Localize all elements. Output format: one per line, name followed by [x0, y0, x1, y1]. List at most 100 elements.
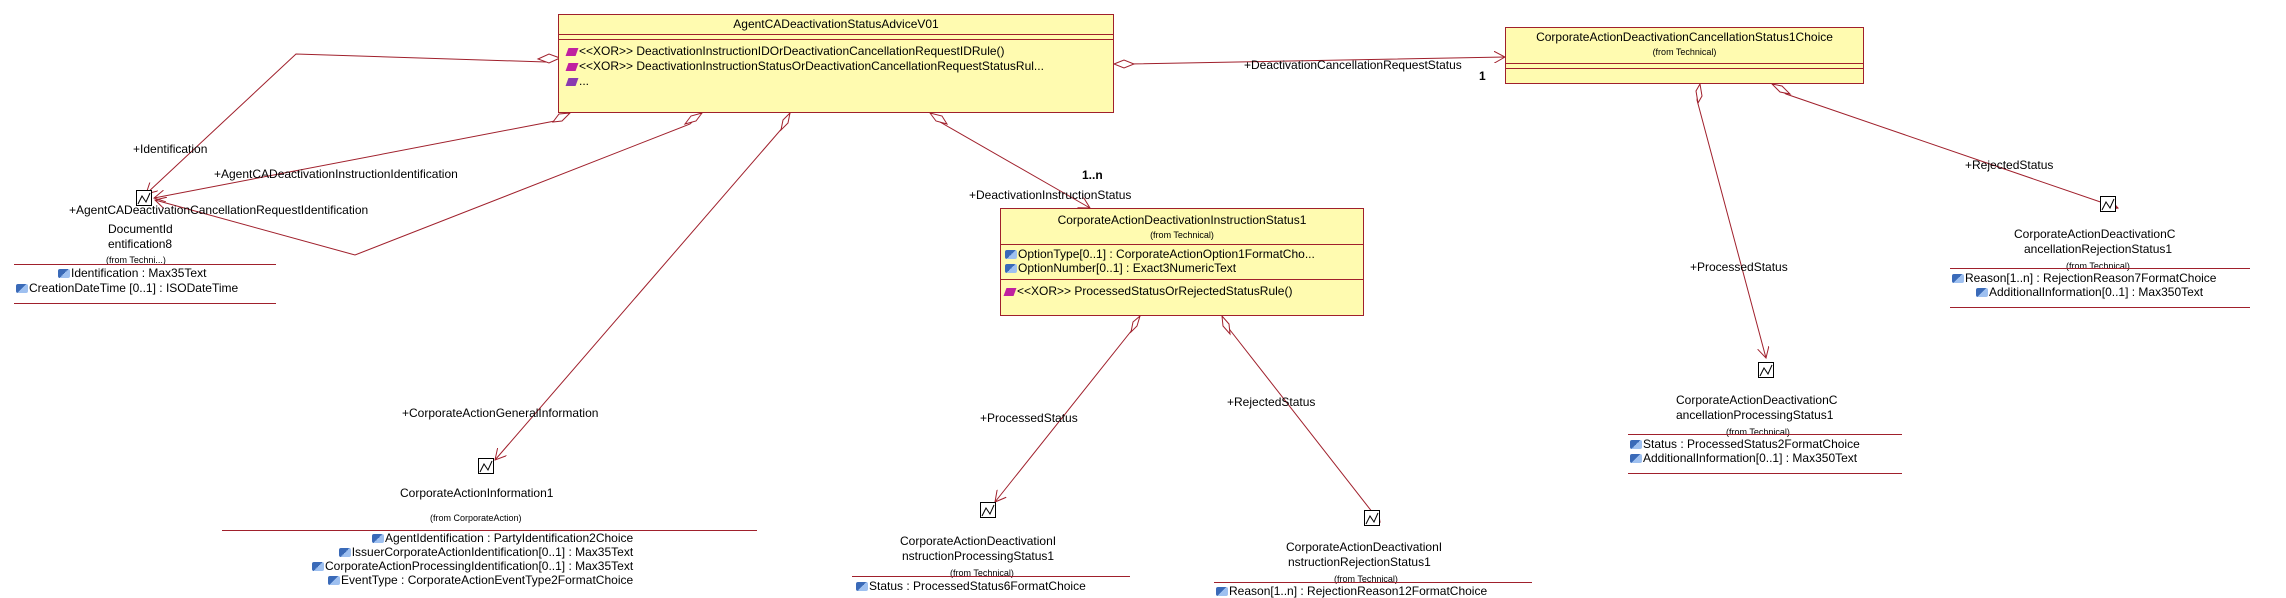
attribute-icon — [1216, 587, 1228, 597]
attribute: IssuerCorporateActionIdentification[0..1… — [312, 545, 633, 559]
role-processed-status-cancel: +ProcessedStatus — [1690, 260, 1788, 274]
operation-icon — [565, 62, 579, 71]
class-package: (from CorporateAction) — [430, 513, 522, 523]
assoc-agent-instr-id[interactable] — [154, 112, 571, 198]
attribute: AgentIdentification : PartyIdentificatio… — [312, 531, 633, 545]
attribute-text: Status : ProcessedStatus6FormatChoice — [869, 579, 1086, 593]
class-name-line: nstructionRejectionStatus1 — [1288, 555, 1431, 569]
class-name-line: entification8 — [108, 237, 173, 251]
attribute-list: Status : ProcessedStatus6FormatChoice — [856, 579, 1086, 593]
attribute-icon — [1630, 440, 1642, 450]
attribute: EventType : CorporateActionEventType2For… — [312, 573, 633, 587]
class-icon-ca-information — [478, 458, 494, 474]
class-name: CorporateActionInformation1 — [400, 486, 554, 500]
class-package: (from Technical) — [1334, 574, 1398, 584]
class-package: (from Technical) — [950, 568, 1014, 578]
attribute-icon — [372, 534, 385, 544]
attribute-icon — [312, 562, 324, 572]
attribute: CorporateActionProcessingIdentification[… — [312, 559, 633, 573]
class-name-line: ancellationProcessingStatus1 — [1676, 408, 1834, 422]
assoc-agent-cancel-id[interactable] — [155, 112, 703, 256]
class-name-line: CorporateActionDeactivationC — [1676, 393, 1838, 407]
operation: <<XOR>> ProcessedStatusOrRejectedStatusR… — [1001, 284, 1363, 299]
attribute-text: IssuerCorporateActionIdentification[0..1… — [351, 545, 634, 559]
attribute: Status : ProcessedStatus6FormatChoice — [856, 579, 1086, 593]
class-package: (from Technical) — [1726, 427, 1790, 437]
attribute-icon — [1005, 250, 1017, 260]
attribute-text: EventType : CorporateActionEventType2For… — [341, 573, 634, 587]
operation-text: <<XOR>> DeactivationInstructionIDOrDeact… — [579, 44, 1005, 58]
class-icon-instr-rejection — [1364, 510, 1380, 526]
class-name-line: ancellationRejectionStatus1 — [2024, 242, 2173, 256]
class-package: (from Techni...) — [106, 255, 166, 265]
attribute: Reason[1..n] : RejectionReason12FormatCh… — [1216, 584, 1487, 598]
attribute: AdditionalInformation[0..1] : Max350Text — [1952, 285, 2216, 299]
operation-icon — [565, 47, 579, 56]
role-deact-cancel-req-status: +DeactivationCancellationRequestStatus — [1244, 58, 1462, 72]
assoc-cancel-rejected[interactable] — [1771, 83, 2118, 208]
class-name-line: CorporateActionDeactivationC — [2014, 227, 2176, 241]
attribute-text: Identification : Max35Text — [71, 266, 207, 280]
attribute-text: CreationDateTime [0..1] : ISODateTime — [29, 281, 239, 295]
operation: <<XOR>> DeactivationInstructionStatusOrD… — [559, 59, 1113, 74]
attribute-icon — [1976, 288, 1988, 298]
role-processed-status-instr: +ProcessedStatus — [980, 411, 1078, 425]
role-agent-instr-id: +AgentCADeactivationInstructionIdentific… — [214, 167, 458, 181]
class-deactivation-instruction-status[interactable]: CorporateActionDeactivationInstructionSt… — [1000, 208, 1364, 316]
operation: <<XOR>> DeactivationInstructionIDOrDeact… — [559, 44, 1113, 59]
role-rejected-status-instr: +RejectedStatus — [1227, 395, 1316, 409]
attribute-list: AgentIdentification : PartyIdentificatio… — [312, 531, 633, 587]
class-name-line: CorporateActionDeactivationI — [900, 534, 1057, 548]
attribute-icon — [1952, 274, 1964, 284]
class-icon-cancel-rejection — [2100, 196, 2116, 212]
class-name: CorporateActionDeactivationInstructionSt… — [1057, 213, 1307, 227]
attribute-list: CreationDateTime [0..1] : ISODateTime — [16, 281, 238, 295]
attribute-text: AdditionalInformation[0..1] : Max350Text — [1643, 451, 1858, 465]
attribute-list: Reason[1..n] : RejectionReason12FormatCh… — [1216, 584, 1487, 598]
role-deact-instr-status: +DeactivationInstructionStatus — [969, 188, 1132, 202]
more-operations-icon — [565, 77, 579, 86]
attribute-icon — [1005, 264, 1017, 274]
class-cancellation-status-choice[interactable]: CorporateActionDeactivationCancellationS… — [1505, 27, 1864, 84]
attribute-icon — [16, 284, 28, 294]
attribute-icon — [328, 576, 341, 586]
class-icon-document-identification — [136, 190, 152, 206]
operation: ... — [559, 74, 1113, 89]
role-rejected-status-cancel: +RejectedStatus — [1965, 158, 2054, 172]
attribute-text: Reason[1..n] : RejectionReason12FormatCh… — [1229, 584, 1488, 598]
attribute-icon — [1630, 454, 1642, 464]
class-name: CorporateActionDeactivationCancellationS… — [1536, 30, 1833, 44]
attribute-icon — [338, 548, 351, 558]
class-agent-ca-deactivation-status-advice[interactable]: AgentCADeactivationStatusAdviceV01 <<XOR… — [558, 14, 1114, 113]
operation-text: <<XOR>> DeactivationInstructionStatusOrD… — [579, 59, 1044, 73]
role-agent-cancel-id: +AgentCADeactivationCancellationRequestI… — [69, 203, 369, 217]
assoc-instr-processed[interactable] — [995, 315, 1141, 502]
multiplicity-one: 1 — [1479, 69, 1486, 83]
attribute-text: AgentIdentification : PartyIdentificatio… — [385, 531, 634, 545]
attribute-list: Reason[1..n] : RejectionReason7FormatCho… — [1952, 271, 2216, 299]
class-package: (from Technical) — [2066, 261, 2130, 271]
attribute: Reason[1..n] : RejectionReason7FormatCho… — [1952, 271, 2216, 285]
class-name-line: CorporateActionDeactivationI — [1286, 540, 1443, 554]
attribute-list: Status : ProcessedStatus2FormatChoice Ad… — [1630, 437, 1860, 465]
operation-icon — [1003, 287, 1017, 296]
role-identification: +Identification — [133, 142, 208, 156]
class-package: (from Technical) — [1652, 47, 1717, 57]
attribute: AdditionalInformation[0..1] : Max350Text — [1630, 451, 1860, 465]
attribute-text: AdditionalInformation[0..1] : Max350Text — [1989, 285, 2204, 299]
class-name-line: DocumentId — [108, 222, 173, 236]
assoc-instr-rejected[interactable] — [1221, 315, 1380, 522]
attribute: OptionNumber[0..1] : Exact3NumericText — [1001, 261, 1363, 275]
attribute-icon — [856, 582, 868, 592]
attribute-text: CorporateActionProcessingIdentification[… — [325, 559, 634, 573]
class-name-line: nstructionProcessingStatus1 — [902, 549, 1055, 563]
attribute-text: OptionType[0..1] : CorporateActionOption… — [1018, 247, 1315, 261]
attribute: CreationDateTime [0..1] : ISODateTime — [16, 281, 238, 295]
attribute-text: Status : ProcessedStatus2FormatChoice — [1643, 437, 1860, 451]
attribute-text: OptionNumber[0..1] : Exact3NumericText — [1018, 261, 1237, 275]
attribute-text: Reason[1..n] : RejectionReason7FormatCho… — [1965, 271, 2217, 285]
assoc-cancel-processed[interactable] — [1696, 83, 1766, 358]
attribute-icon — [58, 269, 70, 279]
operation-more: ... — [579, 74, 590, 88]
